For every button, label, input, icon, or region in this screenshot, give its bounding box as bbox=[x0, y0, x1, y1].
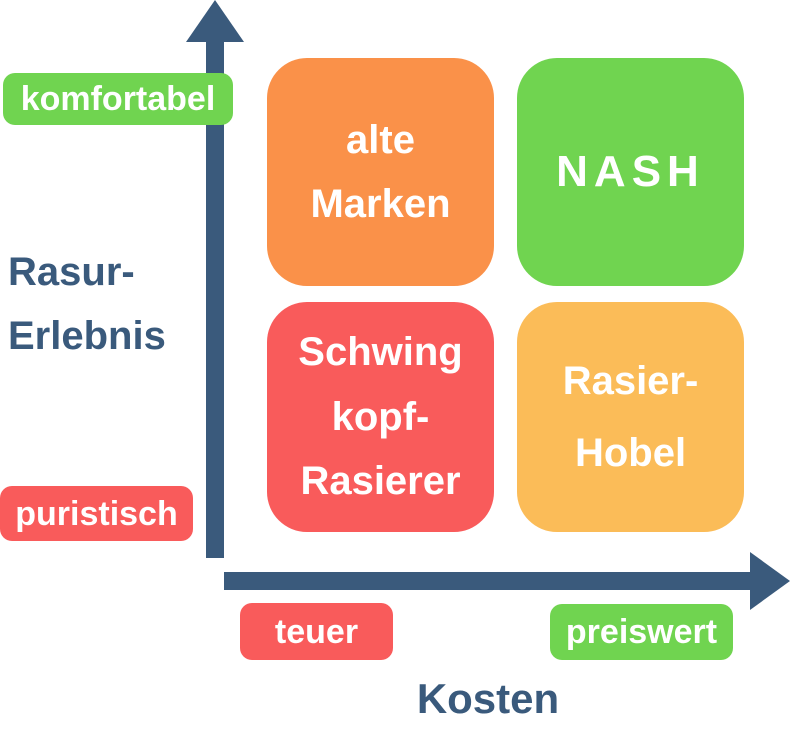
x-axis-min-badge: teuer bbox=[240, 603, 393, 660]
y-axis-max-badge: komfortabel bbox=[3, 73, 233, 125]
y-axis-title: Rasur- Erlebnis bbox=[8, 240, 166, 368]
quadrant-bottom-right-rasierhobel: Rasier- Hobel bbox=[517, 302, 744, 532]
quadrant-label-line: kopf- bbox=[331, 394, 430, 439]
y-axis-min-badge: puristisch bbox=[0, 486, 193, 541]
quadrant-top-left-alte-marken: alte Marken bbox=[267, 58, 494, 286]
x-axis-line bbox=[224, 572, 752, 590]
y-axis-line bbox=[206, 28, 224, 558]
x-axis-arrow-right-icon bbox=[750, 552, 790, 610]
x-axis-max-badge: preiswert bbox=[550, 604, 733, 660]
x-axis-title: Kosten bbox=[416, 675, 560, 722]
quadrant-label-line: Schwing bbox=[298, 329, 463, 374]
quadrant-label-line: alte bbox=[346, 118, 415, 162]
y-axis-arrow-up-icon bbox=[186, 0, 244, 42]
quadrant-label-line: Marken bbox=[310, 182, 451, 226]
quadrant-label-line: Rasierer bbox=[300, 459, 461, 504]
quadrant-label-line: Hobel bbox=[574, 431, 687, 475]
quadrant-top-right-nash: NASH bbox=[517, 58, 744, 286]
y-axis-title-line2: Erlebnis bbox=[8, 314, 166, 358]
quadrant-label-line: Rasier- bbox=[562, 359, 699, 403]
y-axis-title-line1: Rasur- bbox=[8, 250, 135, 294]
quadrant-label-line: NASH bbox=[556, 146, 705, 196]
quadrant-bottom-left-schwingkopf-rasierer: Schwing kopf- Rasierer bbox=[267, 302, 494, 532]
